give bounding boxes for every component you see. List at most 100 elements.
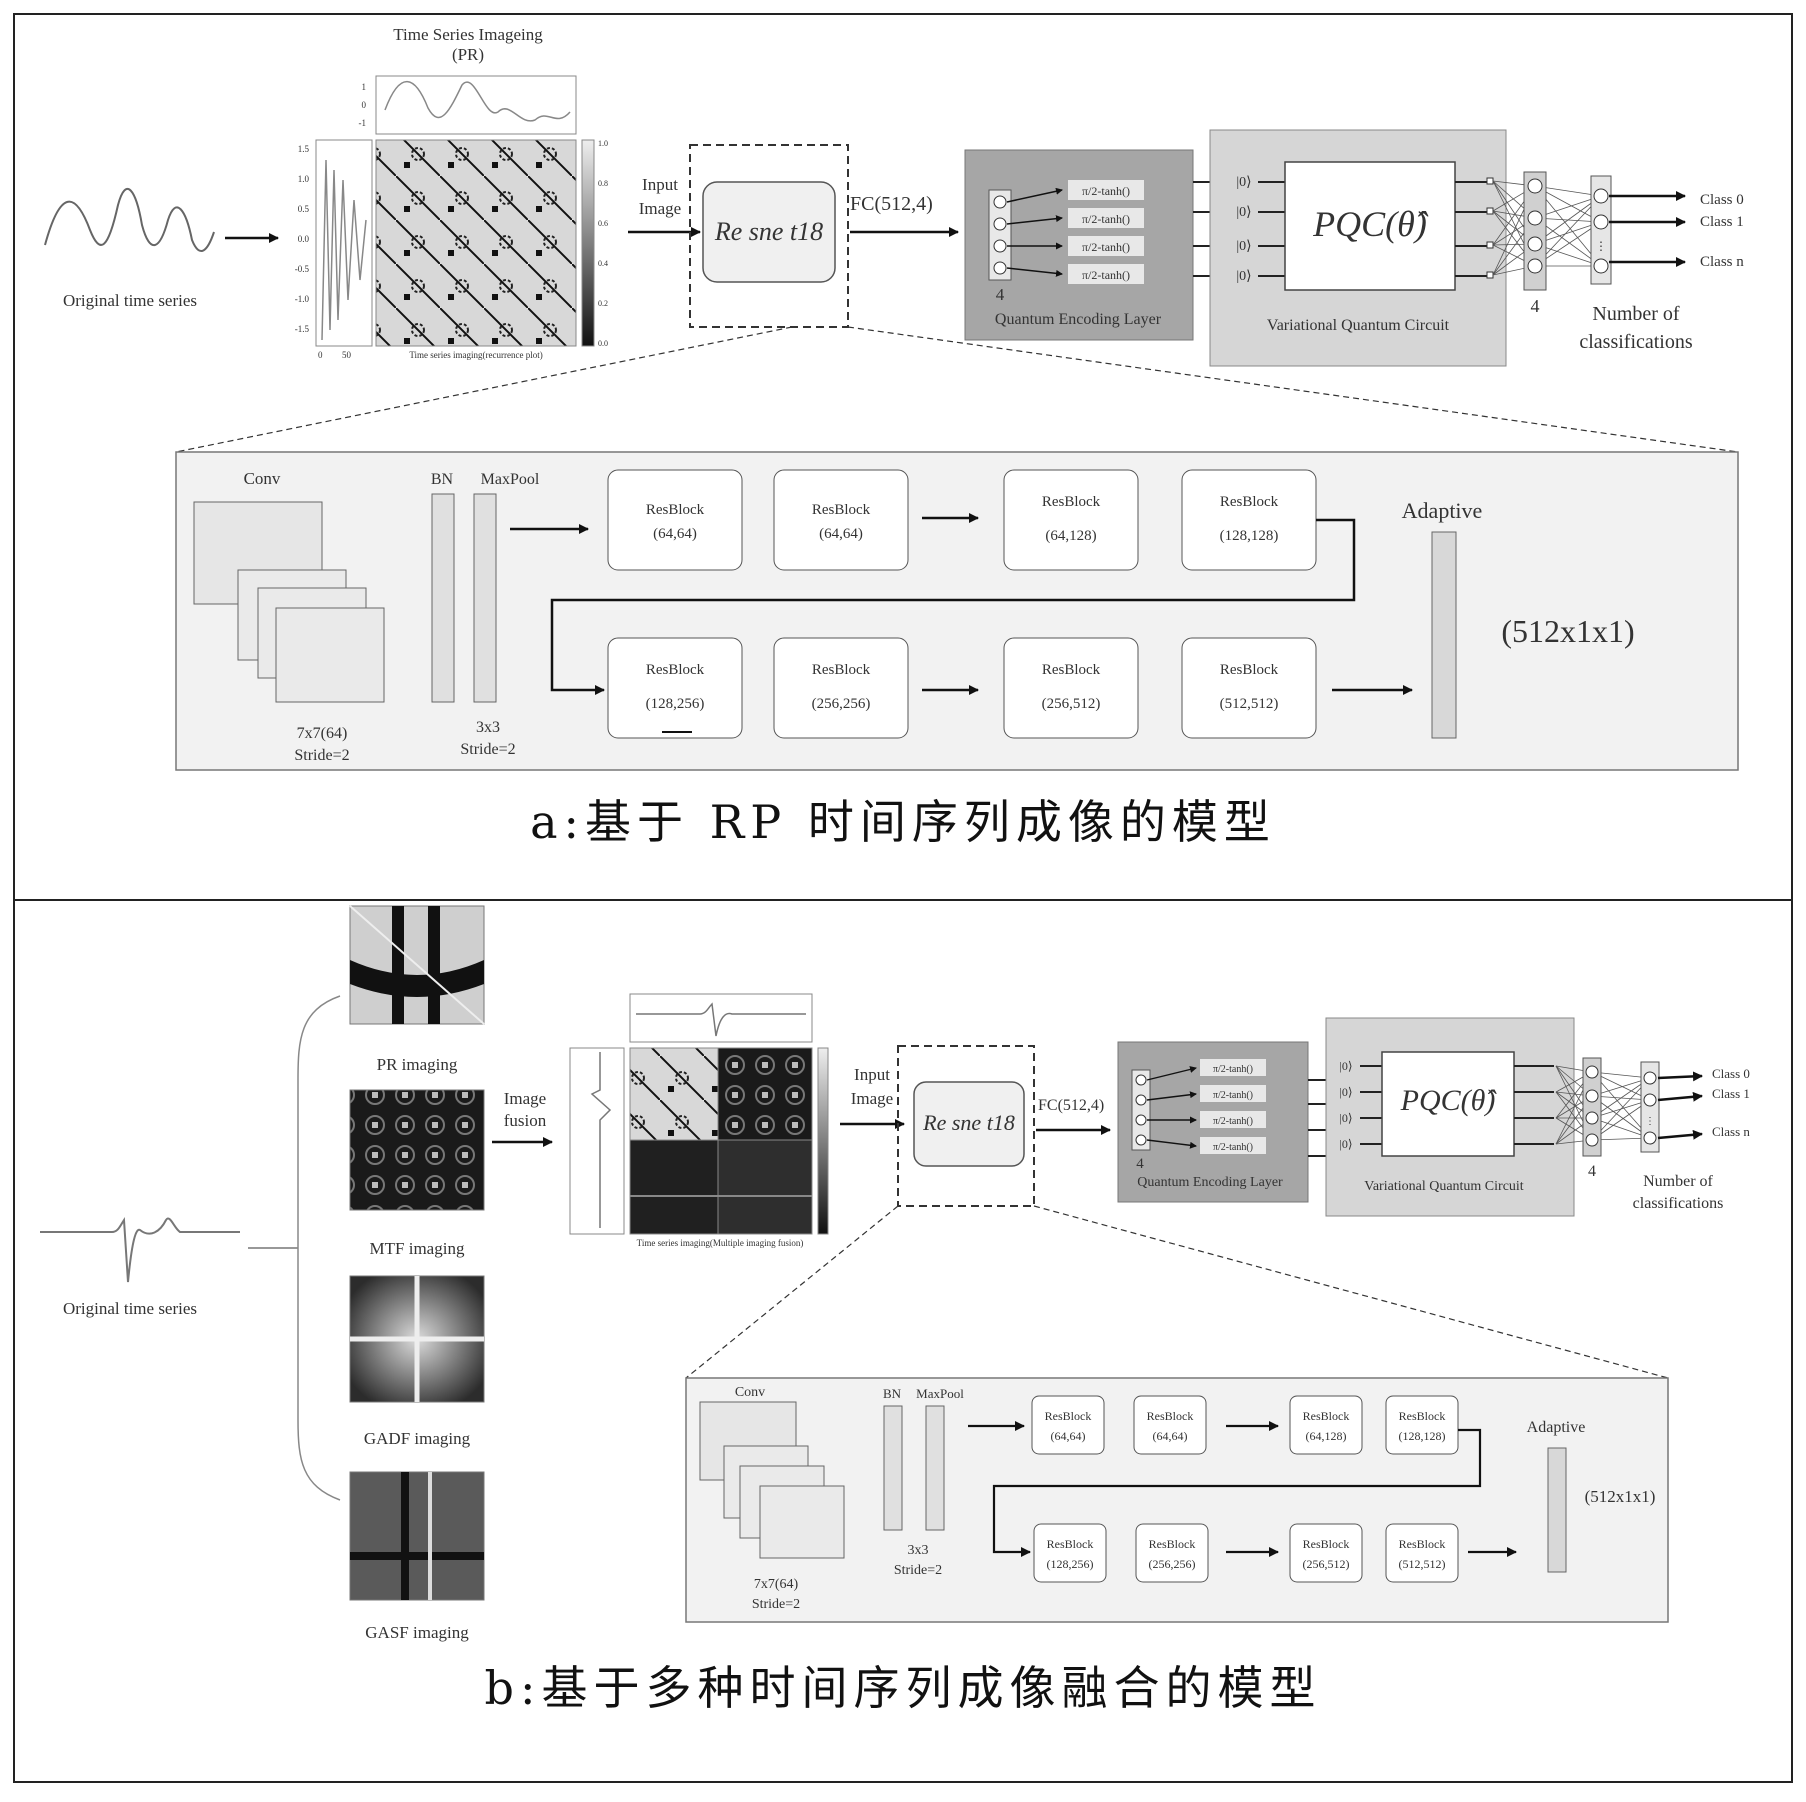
bn-label: BN: [883, 1386, 902, 1401]
resblock-dims: (64,128): [1306, 1429, 1347, 1443]
top-tick: 1: [362, 82, 367, 92]
input-label: Input: [642, 175, 678, 194]
resnet-block: [702, 181, 836, 283]
fused-quadrant-gadf: [629, 1139, 719, 1235]
encoding-count: 4: [1136, 1156, 1144, 1172]
encoding-input-column: [1131, 1069, 1151, 1151]
resblock-dims: (512,512): [1220, 696, 1279, 712]
fused-quadrant-mtf: [717, 1047, 813, 1141]
resblock-name: ResBlock: [1220, 494, 1279, 510]
conv-spec: Stride=2: [294, 747, 349, 764]
fusion-label: Image: [504, 1089, 546, 1108]
encoding-op-box: [1068, 264, 1144, 284]
resblock-name: ResBlock: [812, 662, 871, 678]
input-label: Image: [639, 199, 681, 218]
conv-spec: Stride=2: [752, 1597, 800, 1612]
resnet-detail-b: Conv 7x7(64) Stride=2 BN MaxPool 3x3 Str…: [685, 1377, 1669, 1623]
hidden-node: [1527, 210, 1543, 226]
output-layer: [1640, 1061, 1660, 1153]
pr-imaging-pattern: [350, 960, 484, 997]
classif-label: classifications: [1633, 1195, 1724, 1212]
measure-node: [1486, 177, 1494, 185]
colorbar-tick: 0.2: [598, 299, 608, 308]
fc-label: FC(512,4): [1038, 1097, 1104, 1114]
fused-side-series: [569, 1047, 625, 1235]
resblock-name: ResBlock: [1045, 1409, 1092, 1423]
fused-colorbar: [817, 1047, 829, 1235]
class-arrow: [1657, 1129, 1703, 1140]
conv-title: Conv: [735, 1385, 765, 1400]
resblock-name: ResBlock: [812, 502, 871, 518]
bn-bar: [431, 493, 455, 703]
resblock-name: ResBlock: [1042, 494, 1101, 510]
panel-a: Original time series Time Series Imagein…: [44, 25, 1744, 771]
resblock: [1385, 1523, 1459, 1583]
encoding-op: π/2-tanh(): [1213, 1142, 1253, 1153]
resblock: [1003, 469, 1139, 571]
resblock: [773, 469, 909, 571]
resblock: [1181, 469, 1317, 571]
resblock-name: ResBlock: [1047, 1537, 1094, 1551]
resblock-dims: (128,128): [1220, 528, 1279, 544]
resblock-name: ResBlock: [1399, 1537, 1446, 1551]
resblock-dims: (512,512): [1399, 1557, 1446, 1571]
output-dims: (512x1x1): [1585, 1487, 1656, 1506]
encoding-arrow: [1006, 267, 1063, 277]
encoding-node: [1135, 1134, 1147, 1146]
class-label: Class 0: [1700, 192, 1744, 208]
encoding-op: π/2-tanh(): [1082, 240, 1130, 254]
left-tick: 1.5: [298, 144, 310, 154]
encoding-title: Quantum Encoding Layer: [995, 311, 1162, 328]
resblock-dims: (256,512): [1042, 696, 1101, 712]
output-network: [1492, 180, 1602, 276]
encoding-node: [1135, 1114, 1147, 1126]
imaging-method-label: GASF imaging: [365, 1623, 469, 1642]
measure-node: [1486, 241, 1494, 249]
fused-top-series: [629, 993, 813, 1043]
output-node: [1643, 1093, 1657, 1107]
resblock: [1031, 1395, 1105, 1455]
resblock: [1289, 1395, 1363, 1455]
pool-spec: 3x3: [908, 1543, 929, 1558]
resblock: [1181, 637, 1317, 739]
class-label: Class 1: [1712, 1086, 1750, 1101]
encoding-op: π/2-tanh(): [1082, 212, 1130, 226]
hidden-layer: [1582, 1057, 1602, 1157]
adaptive-label: Adaptive: [1527, 1419, 1586, 1436]
colorbar-tick: 0.6: [598, 219, 608, 228]
imaging-method-label: MTF imaging: [370, 1239, 465, 1258]
resblock-dims: (128,128): [1399, 1429, 1446, 1443]
encoding-op-box: [1068, 236, 1144, 256]
original-series-label: Original time series: [63, 1299, 197, 1318]
gasf-imaging-thumb: [349, 1471, 485, 1601]
pr-imaging-diagonal: [349, 905, 485, 1025]
class-label: Class n: [1712, 1124, 1750, 1139]
encoding-op-box: [1200, 1085, 1266, 1102]
original-series-wave: [44, 188, 215, 253]
recurrence-plot-image: [375, 139, 577, 347]
encoding-op: π/2-tanh(): [1213, 1064, 1253, 1075]
resblock: [1385, 1395, 1459, 1455]
input-label: Image: [851, 1089, 893, 1108]
hidden-node: [1527, 258, 1543, 274]
top-tick: -1: [359, 118, 367, 128]
resblock-dims: (64,64): [819, 526, 863, 542]
outer-frame: [13, 13, 1793, 1783]
class-label: Class n: [1700, 254, 1744, 270]
resblock-name: ResBlock: [1399, 1409, 1446, 1423]
zoom-line: [1033, 1205, 1669, 1379]
encoding-count: 4: [996, 285, 1005, 304]
branch-bracket: [297, 995, 341, 1501]
measure-node: [1486, 271, 1494, 279]
encoding-op-box: [1068, 180, 1144, 200]
fused-quadrant-gasf: [717, 1139, 813, 1235]
resblock-name: ResBlock: [1147, 1409, 1194, 1423]
resblock: [607, 637, 743, 739]
resblock-dims: (64,64): [653, 526, 697, 542]
encoding-op-box: [1200, 1111, 1266, 1128]
conv-kernel: [759, 1485, 845, 1559]
qubit-label: |0⟩: [1339, 1059, 1352, 1073]
caption-b: b:基于多种时间序列成像融合的模型: [484, 1661, 1322, 1715]
layer-count: 4: [1588, 1163, 1596, 1180]
